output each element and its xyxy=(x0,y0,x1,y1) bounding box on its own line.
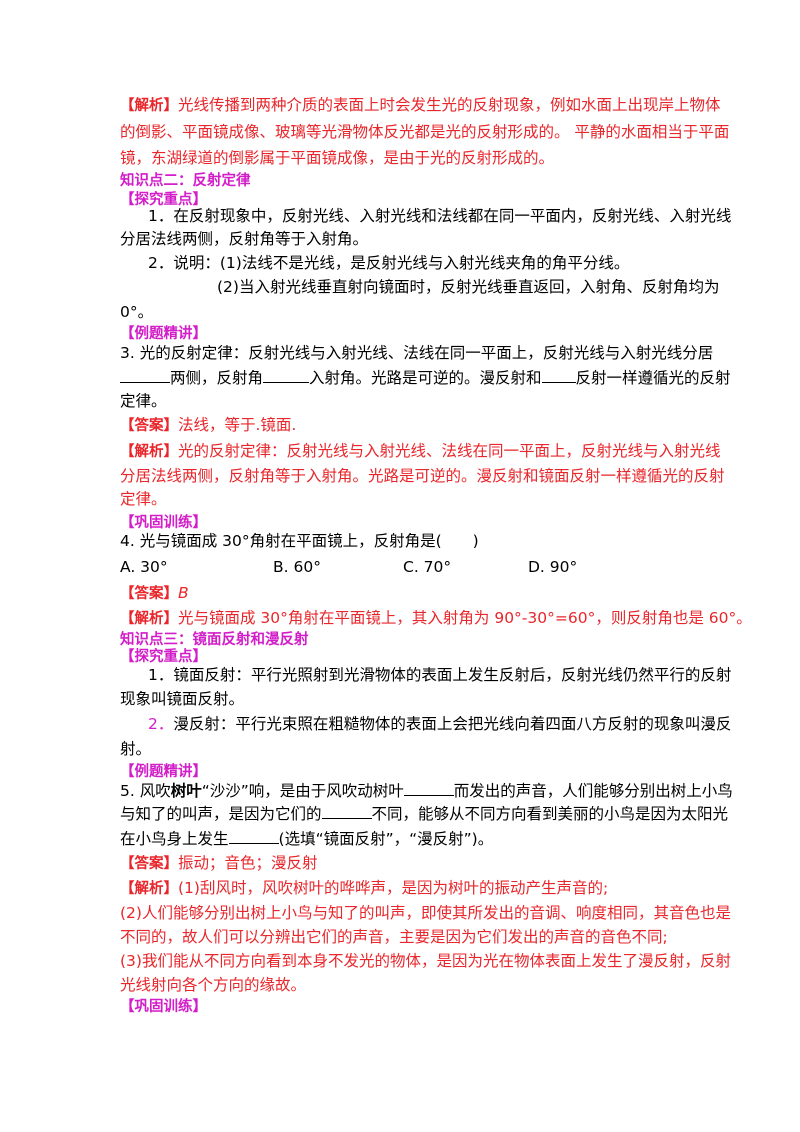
option-b: B. 60° xyxy=(273,558,321,576)
answer-blank xyxy=(403,781,454,796)
analysis-line: 不同的，故人们可以分辨出它们的声音，主要是因为它们发出的声音的音色不同; xyxy=(120,928,668,946)
answer-tag: 【答案】 xyxy=(120,418,178,434)
body-text: 2．说明：(1)法线不是光线，是反射光线与入射光线夹角的角平分线。 xyxy=(148,254,630,272)
body-text: 0°。 xyxy=(120,303,154,321)
answer-text: 法线，等于.镜面. xyxy=(178,416,297,434)
analysis-paragraph-line: 的倒影、平面镜成像、玻璃等光滑物体反光都是光的反射形成的。 平静的水面相当于平面 xyxy=(120,123,730,141)
analysis-line: 分居法线两侧，反射角等于入射角。光路是可逆的。漫反射和镜面反射一样遵循光的反射 xyxy=(120,467,725,485)
question-text: 5. 风吹树叶“沙沙”响，是由于风吹动树叶而发出的声音，人们能够分别出树上小鸟 xyxy=(120,781,733,800)
option-a: A. 30° xyxy=(120,558,168,576)
analysis-tag: 【解析】 xyxy=(120,98,178,114)
analysis-line: 光线射向各个方向的缘故。 xyxy=(120,976,307,994)
option-d: D. 90° xyxy=(528,558,578,576)
analysis-tag: 【解析】 xyxy=(120,881,178,897)
answer-tag: 【答案】 xyxy=(120,856,178,872)
answer-text: B xyxy=(178,584,189,602)
section-heading: 知识点三：镜面反射和漫反射 xyxy=(120,632,309,648)
answer-blank xyxy=(228,829,279,844)
body-text: 分居法线两侧，反射角等于入射角。 xyxy=(120,230,369,248)
answer-blank xyxy=(541,368,576,383)
analysis-text: 光线传播到两种介质的表面上时会发生光的反射现象，例如水面上出现岸上物体 xyxy=(178,96,721,114)
body-text: (2)当入射光线垂直射向镜面时，反射光线垂直返回，入射角、反射角均为 xyxy=(217,278,720,296)
analysis-tag: 【解析】 xyxy=(120,444,178,460)
analysis-tag: 【解析】 xyxy=(120,611,178,627)
analysis-line: 【解析】光的反射定律：反射光线与入射光线、法线在同一平面上，反射光线与入射光线 xyxy=(120,442,721,460)
item-number: 2． xyxy=(148,715,174,733)
answer-blank xyxy=(263,368,310,383)
body-text: 射。 xyxy=(120,740,152,758)
answer-line: 【答案】法线，等于.镜面. xyxy=(120,415,296,436)
answer-tag: 【答案】 xyxy=(120,586,178,602)
practice-tag: 【巩固训练】 xyxy=(120,999,207,1015)
focus-tag: 【探究重点】 xyxy=(120,649,207,665)
analysis-paragraph-line: 【解析】光线传播到两种介质的表面上时会发生光的反射现象，例如水面上出现岸上物体 xyxy=(120,95,721,116)
analysis-paragraph-line: 镜，东湖绿道的倒影属于平面镜成像，是由于光的反射形成的。 xyxy=(120,149,555,167)
practice-tag: 【巩固训练】 xyxy=(120,515,207,531)
analysis-line: 定律。 xyxy=(120,490,167,508)
question-text: 定律。 xyxy=(120,392,167,410)
analysis-line: 【解析】光与镜面成 30°角射在平面镜上，其入射角为 90°-30°=60°，则… xyxy=(120,609,752,627)
body-text: 1．在反射现象中，反射光线、入射光线和法线都在同一平面内，反射光线、入射光线 xyxy=(148,207,732,225)
answer-line: 【答案】振动；音色；漫反射 xyxy=(120,853,318,874)
question-text: 两侧，反射角入射角。光路是可逆的。漫反射和反射一样遵循光的反射 xyxy=(120,368,731,388)
example-tag: 【例题精讲】 xyxy=(120,764,207,780)
focus-tag: 【探究重点】 xyxy=(120,192,207,208)
question-text: 3. 光的反射定律：反射光线与入射光线、法线在同一平面上，反射光线与入射光线分居 xyxy=(120,344,714,362)
answer-blank xyxy=(321,804,372,819)
analysis-line: 【解析】(1)刮风时，风吹树叶的哗哗声，是因为树叶的振动产生声音的; xyxy=(120,879,609,897)
answer-blank xyxy=(120,368,170,383)
body-text: 现象叫镜面反射。 xyxy=(120,690,245,708)
answer-text: 振动；音色；漫反射 xyxy=(178,854,318,872)
body-text: 2．漫反射：平行光束照在粗糙物体的表面上会把光线向着四面八方反射的现象叫漫反 xyxy=(148,715,732,733)
example-tag: 【例题精讲】 xyxy=(120,326,207,342)
analysis-line: (2)人们能够分别出树上小鸟与知了的叫声，即使其所发出的音调、响度相同，其音色也… xyxy=(120,904,731,922)
question-text: 与知了的叫声，是因为它们的不同，能够从不同方向看到美丽的小鸟是因为太阳光 xyxy=(120,804,729,823)
body-text: 1．镜面反射：平行光照射到光滑物体的表面上发生反射后，反射光线仍然平行的反射 xyxy=(148,666,732,684)
section-heading: 知识点二：反射定律 xyxy=(120,173,251,189)
option-c: C. 70° xyxy=(403,558,452,576)
analysis-line: (3)我们能从不同方向看到本身不发光的物体，是因为光在物体表面上发生了漫反射，反… xyxy=(120,952,731,970)
question-text: 4. 光与镜面成 30°角射在平面镜上，反射角是( ) xyxy=(120,532,479,550)
answer-line: 【答案】B xyxy=(120,583,189,604)
question-text: 在小鸟身上发生(选填“镜面反射”，“漫反射”)。 xyxy=(120,829,494,848)
